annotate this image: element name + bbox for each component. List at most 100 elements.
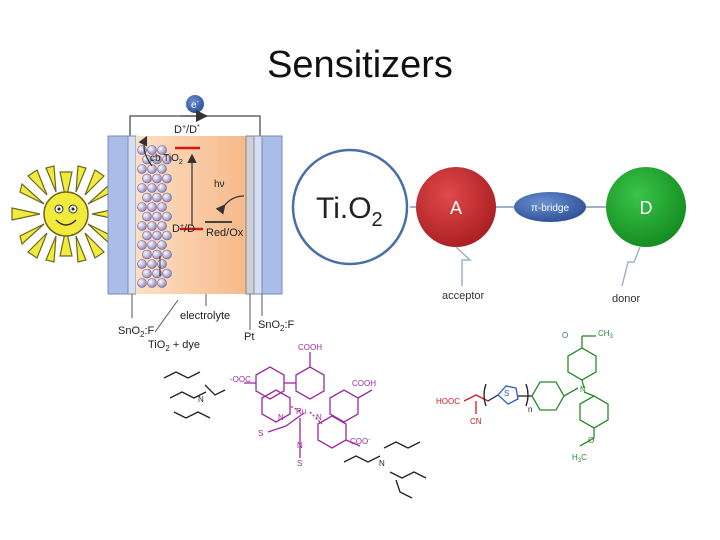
tio2-nanoparticle	[152, 154, 162, 165]
pt-label: Pt	[244, 331, 254, 343]
tio2-nanoparticle	[137, 259, 147, 269]
tio2-nanoparticle	[137, 278, 147, 288]
tio2-nanoparticle	[157, 183, 167, 193]
redox-label: Red/Ox	[206, 227, 244, 239]
tio2-nanoparticle	[157, 278, 167, 288]
slide-title: Sensitizers	[267, 44, 453, 86]
tio2-nanoparticle	[142, 249, 152, 260]
tio2-nanoparticle	[152, 192, 162, 203]
n719-n-bottom: N	[297, 441, 303, 450]
organic-amine-n: N	[580, 385, 586, 394]
electrolyte-label: electrolyte	[180, 310, 230, 322]
tio2-nanoparticle	[147, 278, 157, 288]
tio2-nanoparticle	[157, 259, 167, 269]
tio2-nanoparticle	[142, 268, 152, 279]
tio2-nanoparticle	[147, 240, 157, 250]
n719-s-left: S	[258, 429, 263, 438]
tio2-nanoparticle	[152, 173, 162, 184]
tio2-nanoparticle	[147, 202, 157, 212]
acceptor-circle	[416, 167, 496, 247]
tio2-nanoparticle	[147, 221, 157, 231]
n719-ru: Ru	[296, 407, 306, 416]
donor-caption: donor	[612, 293, 640, 305]
organic-o-bottom: O	[588, 436, 594, 445]
n719-cooh-top: COOH	[298, 343, 322, 352]
tio2-nanoparticle	[157, 221, 167, 231]
left-glass-electrode	[107, 135, 129, 295]
tio2-nanoparticle	[152, 268, 162, 279]
regeneration-arrow	[215, 195, 245, 215]
conduction-band-label: cb TiO2	[150, 153, 183, 166]
tio2-nanoparticle	[147, 145, 157, 155]
tio2-nanoparticle	[157, 202, 167, 212]
tio2-nanoparticle	[162, 211, 172, 222]
tio2-nanoparticles	[137, 145, 172, 288]
n719-n-left: N	[278, 413, 284, 422]
injection-arrow	[138, 135, 153, 167]
donor-letter: D	[640, 198, 653, 218]
organic-cn: CN	[470, 417, 482, 426]
right-electrode-label: SnO2:F	[258, 319, 295, 333]
pt-layer	[245, 135, 255, 295]
organic-ch3: CH3	[598, 329, 614, 340]
left-electrode-label: SnO2:F	[118, 325, 155, 339]
electron-label: e-	[191, 99, 200, 111]
ground-state-label: D+/D	[172, 223, 195, 235]
organic-hooc: HOOC	[436, 397, 460, 406]
electron-badge	[186, 95, 204, 113]
tio2-nanoparticle	[137, 164, 147, 174]
tio2-nanoparticle	[157, 145, 167, 155]
n719-ooc-left: -OOC	[230, 375, 251, 384]
tio2-nanoparticle	[137, 202, 147, 212]
tio2-nanoparticle	[162, 154, 172, 165]
d-pi-a-scheme: Ti.O2 A π-bridge D acceptor donor	[291, 148, 686, 305]
right-fto-layer	[253, 135, 263, 295]
n719-nplus-right: N	[379, 459, 385, 468]
donor-circle	[606, 167, 686, 247]
tio2-nanoparticle	[142, 173, 152, 184]
tio2-nanoparticle	[142, 230, 152, 241]
pi-bridge-label: π-bridge	[531, 203, 569, 214]
dssc-cell: e- D+/D* cb TiO2 hν D+/D Red/Ox el	[107, 95, 295, 353]
tio2-nanoparticle	[157, 240, 167, 250]
tio2-label: Ti.O2	[316, 192, 383, 231]
n719-structure	[163, 352, 427, 499]
right-glass-electrode	[261, 135, 283, 295]
acceptor-letter: A	[450, 198, 462, 218]
tio2-nanoparticle	[147, 183, 157, 193]
tio2-nanoparticle	[147, 164, 157, 174]
tio2-particle	[291, 148, 409, 266]
tio2-nanoparticle	[142, 211, 152, 222]
tio2-nanoparticle	[162, 192, 172, 203]
tio2-nanoparticle	[152, 249, 162, 260]
n719-s-bottom: S	[297, 459, 302, 468]
tio2-nanoparticle	[147, 259, 157, 269]
organic-n-subscript: n	[528, 405, 532, 414]
excited-state-label: D+/D*	[174, 124, 200, 136]
tio2-nanoparticle	[152, 230, 162, 241]
pi-bridge-ellipse	[514, 192, 586, 222]
tio2-dye-label: TiO2 + dye	[148, 339, 200, 353]
n719-coo-bottom: COO-	[350, 437, 370, 446]
acceptor-caption: acceptor	[442, 290, 485, 302]
organic-o-top: O	[562, 331, 568, 340]
organic-h3c: H3C	[572, 453, 587, 464]
left-fto-layer	[127, 135, 137, 295]
organic-s: S	[504, 389, 509, 398]
tio2-nanoparticle	[162, 173, 172, 184]
sun-icon	[11, 165, 121, 263]
organic-dye-labels: HOOC CN S n N O CH3 O H3C	[436, 329, 614, 464]
n719-nplus-left: N	[198, 395, 204, 404]
n719-cooh-right: COOH	[352, 379, 376, 388]
tio2-nanoparticle	[162, 268, 172, 279]
photon-label: hν	[214, 179, 225, 190]
n719-n-right: N	[316, 413, 322, 422]
tio2-nanoparticle	[137, 221, 147, 231]
tio2-nanoparticle	[152, 211, 162, 222]
n719-labels: COOH -OOC COOH COO- Ru N N N S S N N	[198, 343, 385, 468]
tio2-nanoparticle	[142, 192, 152, 203]
tio2-nanoparticle	[162, 230, 172, 241]
organic-dye-structure	[463, 335, 609, 447]
tio2-nanoparticle	[157, 164, 167, 174]
